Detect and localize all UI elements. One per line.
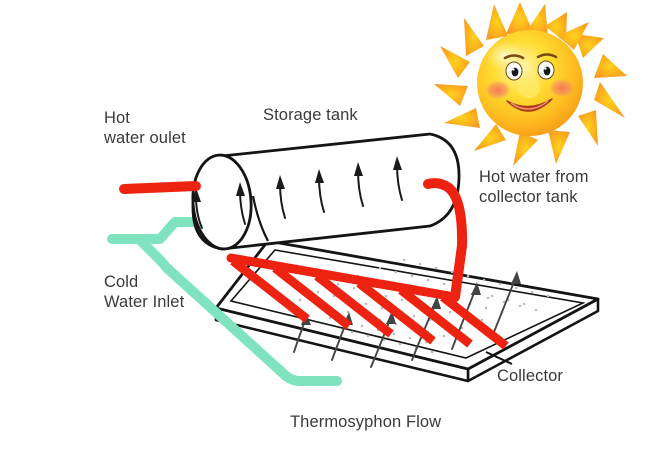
cold-water-inlet-pipe — [107, 217, 211, 244]
sun-nose — [518, 78, 540, 98]
sun-rays — [434, 2, 627, 166]
riser-tube — [230, 257, 310, 323]
collector-flow-arrow — [370, 311, 396, 368]
collector-top-surface — [214, 239, 600, 371]
riser-tube — [314, 272, 394, 338]
collector-leader-line — [485, 351, 513, 365]
riser-tube — [272, 264, 352, 330]
tank-flow-arrow — [236, 182, 246, 225]
hot-water-outlet-pipe — [119, 181, 201, 194]
riser-tube — [398, 286, 473, 348]
label-thermosyphon-flow: Thermosyphon Flow — [290, 413, 442, 431]
riser-tube — [356, 279, 436, 345]
sun-eye-right — [537, 60, 555, 80]
storage-tank — [191, 132, 461, 251]
cold-water-pipes — [107, 217, 342, 386]
tank-flow-arrows — [192, 156, 403, 229]
cold-water-downcomer-pipe — [135, 235, 342, 386]
collector-riser-tubes — [230, 257, 509, 350]
collector-panel — [214, 239, 600, 383]
tank-flow-arrow — [192, 188, 203, 229]
sun-mouth-highlight — [510, 100, 549, 110]
label-hot-water-outlet: Hot water oulet — [104, 109, 186, 147]
collector-inner-frame — [229, 249, 586, 359]
sun-eyebrow-right — [536, 53, 558, 59]
label-hot-water-from-collector: Hot water from collector tank — [479, 168, 589, 206]
sun-cheek-left — [485, 80, 511, 100]
tank-flow-arrow — [393, 156, 403, 201]
sun-cheek-right — [549, 78, 575, 98]
label-cold-water-inlet: Cold Water Inlet — [104, 273, 185, 311]
label-collector: Collector — [497, 367, 564, 385]
tank-end-cap — [191, 153, 253, 251]
collector-header-tube — [226, 253, 460, 302]
sun-eyebrow-left — [503, 54, 525, 60]
riser-tube — [440, 293, 509, 350]
hot-water-return-pipe — [423, 178, 468, 302]
tank-flow-arrow — [354, 162, 364, 207]
sun-eye-left — [505, 61, 523, 81]
sun-mouth — [506, 98, 553, 112]
tank-flow-arrow — [315, 169, 325, 213]
tank-flow-arrow — [276, 175, 286, 219]
label-storage-tank: Storage tank — [263, 106, 358, 124]
tank-collector-connector — [251, 195, 269, 242]
sun-icon — [434, 2, 627, 166]
